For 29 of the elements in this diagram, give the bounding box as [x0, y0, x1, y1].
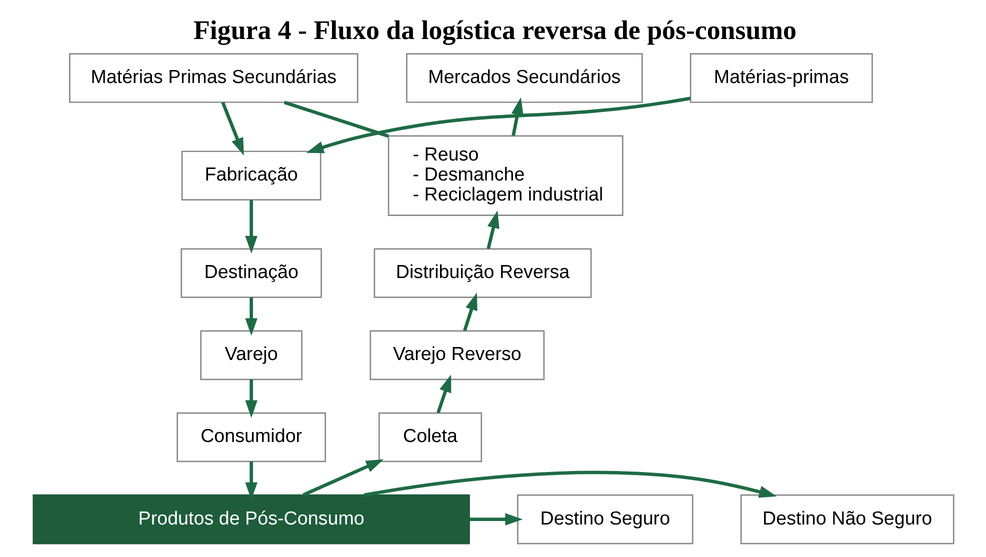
- node-box: Varejo: [200, 330, 302, 380]
- node-box: - Reuso - Desmanche - Reciclagem industrial: [387, 135, 623, 216]
- arrow: [462, 292, 477, 332]
- node-box: Destino Não Seguro: [740, 494, 954, 544]
- node-box: Coleta: [378, 412, 482, 462]
- arrow: [510, 97, 523, 136]
- node-box: Matérias-primas: [689, 53, 872, 103]
- node-box: Consumidor: [176, 412, 326, 462]
- diagram-title: Figura 4 - Fluxo da logística reversa de pós-consumo: [192, 15, 796, 46]
- node-box: Matérias Primas Secundárias: [68, 53, 358, 103]
- node-box: Distribuição Reversa: [373, 248, 592, 298]
- arrow: [244, 462, 257, 500]
- arrow: [244, 200, 257, 254]
- arrow: [244, 380, 257, 418]
- arrow: [302, 459, 384, 496]
- node-box: Varejo Reverso: [369, 330, 544, 380]
- arrow: [468, 513, 522, 526]
- arrow: [436, 374, 451, 414]
- arrow: [306, 96, 690, 154]
- arrow: [220, 102, 244, 156]
- arrow: [486, 210, 499, 250]
- node-box: Fabricação: [180, 150, 321, 200]
- arrow: [363, 470, 776, 498]
- node-box: Destinação: [180, 248, 322, 298]
- node-box: Mercados Secundários: [406, 53, 642, 103]
- arrow: [244, 297, 257, 336]
- node-box: Produtos de Pós-Consumo: [32, 494, 470, 544]
- connector: [283, 100, 388, 138]
- node-box: Destino Seguro: [516, 494, 693, 544]
